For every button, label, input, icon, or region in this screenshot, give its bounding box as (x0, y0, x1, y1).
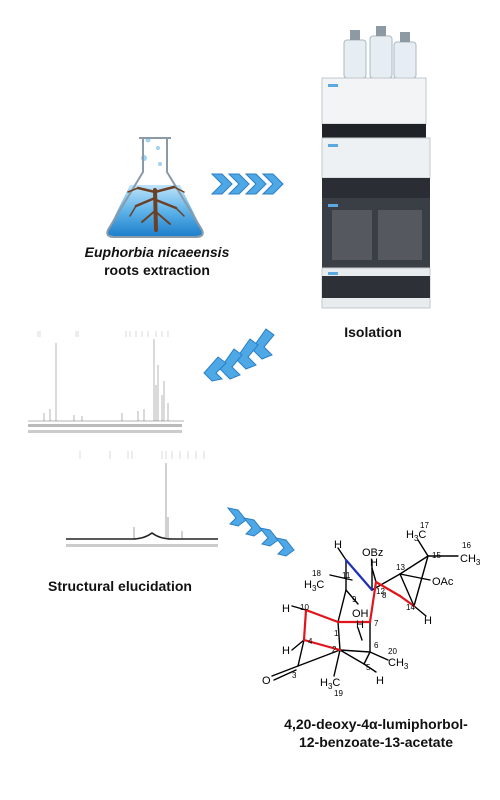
locant-11: 11 (342, 571, 351, 580)
h3c-17-label: H3C (406, 529, 426, 543)
extraction-flask (100, 130, 210, 240)
locant-9: 9 (352, 595, 357, 604)
locant-17: 17 (420, 521, 429, 530)
locant-8: 8 (382, 591, 387, 600)
locant-14: 14 (406, 603, 415, 612)
locant-1: 1 (334, 629, 339, 638)
chevron-right-icon (210, 173, 284, 195)
nmr-spectrum-icon-2 (66, 451, 218, 547)
hplc-instrument (312, 20, 434, 310)
h-8-label: H (370, 557, 378, 569)
isolation-caption: Isolation (344, 324, 402, 340)
flask-icon (106, 137, 204, 238)
locant-18: 18 (312, 569, 321, 578)
locant-3: 3 (292, 671, 297, 680)
locant-12: 12 (376, 587, 385, 596)
locant-4: 4 (308, 637, 313, 646)
h-6-label: H (356, 619, 364, 631)
ch3-20-label: CH3 (388, 657, 409, 671)
h-4-label: H (282, 645, 290, 657)
h3c-19-label: H3C (320, 677, 340, 691)
compound-name-line-1: 4,20-deoxy-4α-lumiphorbol- (284, 716, 468, 732)
locant-16: 16 (462, 541, 471, 550)
locant-20: 20 (388, 647, 397, 656)
h-5-label: H (376, 675, 384, 687)
compound-name-line-2: 12-benzoate-13-acetate (298, 734, 454, 750)
oh-label: OH (352, 608, 369, 620)
locant-10: 10 (300, 603, 309, 612)
proton-nmr-spectrum (26, 325, 186, 443)
locant-19: 19 (334, 689, 343, 698)
chevron-left-icon (203, 328, 275, 382)
compound-caption: 4,20-deoxy-4α-lumiphorbol- 12-benzoate-1… (266, 715, 486, 751)
molecule-structure: OBz OAc OH O CH3 CH3 H3C H3C H3C H H H H… (262, 521, 481, 698)
extraction-label: roots extraction (104, 262, 210, 278)
locant-5: 5 (366, 663, 371, 672)
species-name: Euphorbia nicaeensis (84, 244, 230, 260)
h3c-18-label: H3C (304, 579, 324, 593)
h-11-label: H (334, 539, 342, 551)
h-10-label: H (282, 603, 290, 615)
chevron-down-right-icon (226, 507, 295, 557)
oac-label: OAc (432, 576, 454, 588)
locant-7: 7 (374, 619, 379, 628)
ch3-16-label: CH3 (460, 553, 481, 567)
flask-caption: Euphorbia nicaeensis roots extraction (72, 243, 242, 279)
chevron-arrow-left (198, 325, 278, 390)
h-14-label: H (424, 615, 432, 627)
chevron-arrow-right-1 (210, 170, 286, 203)
chevron-arrow-right-2 (224, 504, 304, 565)
obz-label: OBz (362, 547, 383, 559)
locant-6: 6 (374, 641, 379, 650)
locant-2: 2 (332, 645, 337, 654)
elucidation-caption: Structural elucidation (48, 578, 192, 594)
nmr-spectrum-icon (28, 331, 184, 433)
locant-15: 15 (432, 551, 441, 560)
carbonyl-o-label: O (262, 675, 271, 687)
carbon-nmr-spectrum (62, 447, 222, 555)
chemical-structure: OBz OAc OH O CH3 CH3 H3C H3C H3C H H H H… (258, 512, 494, 706)
locant-13: 13 (396, 563, 405, 572)
hplc-icon (321, 26, 431, 309)
